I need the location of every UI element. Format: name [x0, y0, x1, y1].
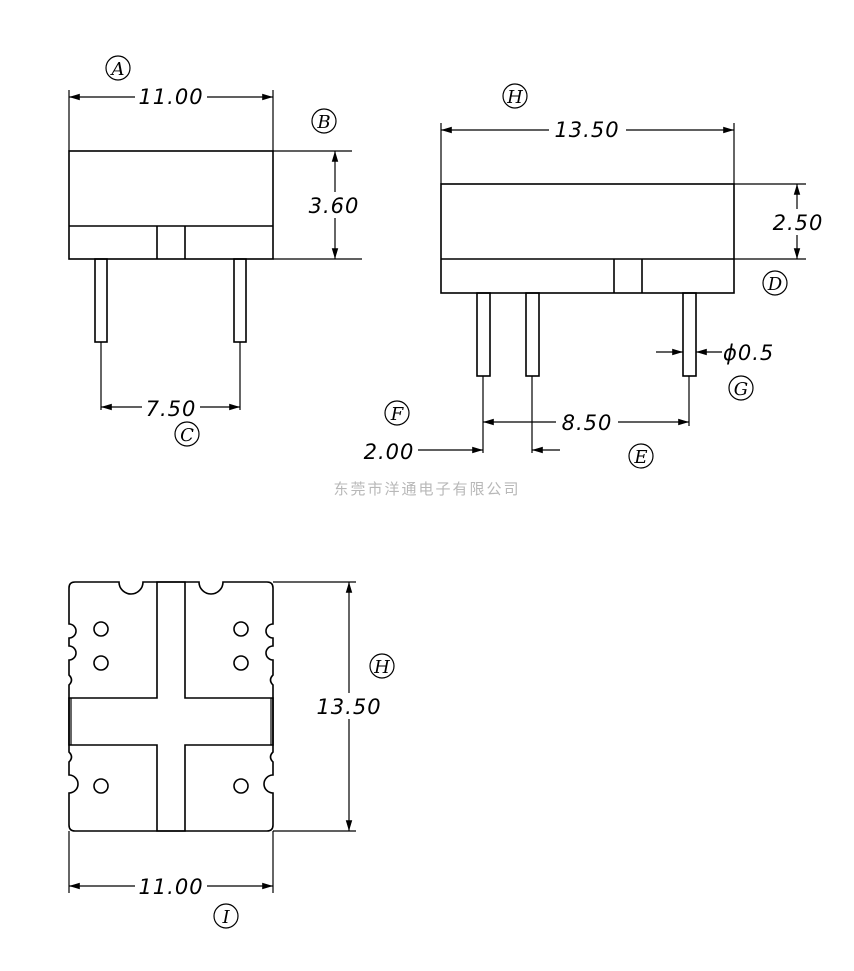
svg-text:A: A	[110, 59, 125, 80]
bottom-length-label-bg	[312, 693, 386, 719]
label-B: B	[311, 108, 337, 134]
side-view: 13.50 2.50 ϕ0.5 8.50 2.00	[364, 118, 828, 464]
front-height-value: 3.60	[309, 194, 360, 218]
bottom-cross	[68, 581, 274, 832]
company-watermark: 东莞市洋通电子有限公司	[333, 480, 520, 498]
label-H-bottom: H	[369, 653, 395, 679]
bottom-hole-6	[233, 778, 249, 794]
bottom-width-value: 11.00	[138, 875, 203, 899]
svg-text:B: B	[316, 112, 330, 133]
side-pin-2	[525, 292, 540, 377]
label-H-side: H	[502, 83, 528, 109]
bottom-length-value: 13.50	[316, 695, 381, 719]
side-pin-3	[682, 292, 697, 377]
front-width-value: 11.00	[138, 85, 203, 109]
bottom-hole-1	[93, 621, 109, 637]
svg-text:D: D	[767, 274, 783, 295]
bottom-hole-3	[233, 621, 249, 637]
side-pin-1	[476, 292, 491, 377]
label-C: C	[174, 421, 200, 447]
label-E: E	[628, 443, 654, 469]
svg-text:F: F	[390, 404, 405, 425]
side-height-label-bg	[768, 209, 828, 235]
label-D: D	[762, 270, 788, 296]
pin-dia-value: ϕ0.5	[723, 341, 774, 365]
svg-text:E: E	[633, 447, 647, 468]
svg-text:G: G	[734, 379, 748, 400]
svg-text:H: H	[506, 87, 523, 108]
front-pin-left	[94, 258, 108, 343]
front-height-label-bg	[306, 192, 362, 218]
label-I: I	[213, 903, 239, 929]
label-G: G	[728, 375, 754, 401]
front-pin-right	[233, 258, 247, 343]
label-A: A	[105, 55, 131, 81]
front-body-outline	[68, 150, 274, 260]
svg-text:H: H	[373, 657, 390, 678]
svg-text:I: I	[221, 907, 230, 928]
side-length-value: 13.50	[554, 118, 619, 142]
side-height-value: 2.50	[773, 211, 824, 235]
bottom-hole-5	[93, 778, 109, 794]
bottom-hole-2	[93, 655, 109, 671]
bottom-view: 13.50 11.00	[68, 581, 386, 899]
bottom-hole-4	[233, 655, 249, 671]
front-pitch-value: 7.50	[146, 397, 197, 421]
side-pitch-value: 8.50	[562, 411, 613, 435]
side-body-outline	[440, 183, 735, 294]
bottom-outline	[68, 581, 274, 832]
svg-text:C: C	[180, 425, 194, 446]
side-offset-value: 2.00	[364, 440, 415, 464]
front-view: 11.00 3.60 7.50	[68, 85, 362, 421]
label-F: F	[384, 400, 410, 426]
